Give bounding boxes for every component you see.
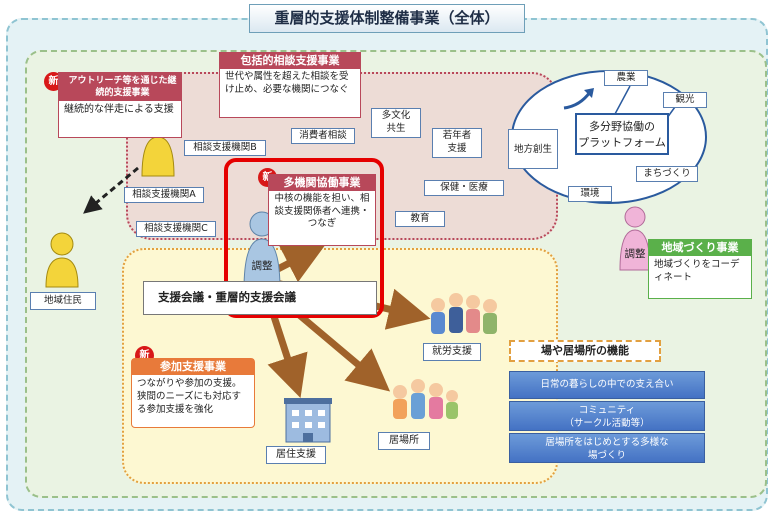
community-header: 地域づくり事業 <box>649 240 751 256</box>
field-multicultural: 多文化 共生 <box>371 108 421 138</box>
participation-box: 参加支援事業 つながりや参加の支援。狭間のニーズにも対応する参加支援を強化 <box>131 358 255 428</box>
outreach-desc: 継続的な伴走による支援 <box>59 101 181 118</box>
field-youth: 若年者 支援 <box>432 128 482 158</box>
community-coordinator-label: 調整 <box>624 248 646 260</box>
participation-header: 参加支援事業 <box>132 359 254 375</box>
multi-agency-header: 多機関協働事業 <box>269 175 375 191</box>
place-item-diverse-places: 居場所をはじめとする多様な 場づくり <box>509 433 705 463</box>
place-item-community: コミュニティ （サークル活動等） <box>509 401 705 431</box>
field-environment: 環境 <box>568 186 612 202</box>
conference-box: 支援会議・重層的支援会議 <box>143 281 377 315</box>
agency-b: 相談支援機関B <box>184 140 266 156</box>
multi-agency-highlight <box>224 158 384 318</box>
outreach-arrow <box>83 166 139 214</box>
platform-arrow-icon <box>563 88 594 110</box>
page-title: 重層的支援体制整備事業（全体） <box>249 4 525 33</box>
ibasho-label: 居場所 <box>378 432 430 450</box>
ibasho-people-icon <box>393 379 458 419</box>
platform-box: 多分野協働の プラットフォーム <box>575 113 669 155</box>
person-resident-icon <box>45 232 79 288</box>
community-box: 地域づくり事業 地域づくりをコーディネート <box>648 239 752 299</box>
employment-label: 就労支援 <box>423 343 481 361</box>
employment-people-icon <box>431 293 497 334</box>
multi-agency-box: 多機関協働事業 中核の機能を担い、相談支援関係者へ連携・つなぎ <box>268 174 376 246</box>
housing-building-icon <box>284 398 332 443</box>
field-education: 教育 <box>395 211 445 227</box>
field-regional-revitalization: 地方創生 <box>508 129 558 169</box>
outreach-box: アウトリーチ等を通じた継続的支援事業 継続的な伴走による支援 <box>58 72 182 138</box>
person-community-icon <box>619 206 651 271</box>
counsel-box: 包括的相談支援事業 世代や属性を超えた相談を受け止め、必要な機関につなぐ <box>219 52 361 118</box>
place-item-mutual-support: 日常の暮らしの中での支え合い <box>509 371 705 399</box>
counsel-header: 包括的相談支援事業 <box>220 53 360 69</box>
field-town: まちづくり <box>636 166 698 182</box>
counsel-desc: 世代や属性を超えた相談を受け止め、必要な機関につなぐ <box>220 69 360 98</box>
outreach-header: アウトリーチ等を通じた継続的支援事業 <box>59 73 181 101</box>
resident-label: 地域住民 <box>30 292 96 310</box>
field-tourism: 観光 <box>663 92 707 108</box>
places-title: 場や居場所の機能 <box>509 340 661 362</box>
coordinator-label: 調整 <box>251 260 273 272</box>
field-consumer: 消費者相談 <box>291 128 355 144</box>
multi-agency-desc: 中核の機能を担い、相談支援関係者へ連携・つなぎ <box>269 191 375 233</box>
agency-a: 相談支援機関A <box>124 187 204 203</box>
participation-desc: つながりや参加の支援。狭間のニーズにも対応する参加支援を強化 <box>132 375 254 418</box>
housing-label: 居住支援 <box>266 446 326 464</box>
field-health: 保健・医療 <box>424 180 504 196</box>
community-desc: 地域づくりをコーディネート <box>649 256 751 286</box>
field-agriculture: 農業 <box>604 70 648 86</box>
agency-c: 相談支援機関C <box>136 221 216 237</box>
